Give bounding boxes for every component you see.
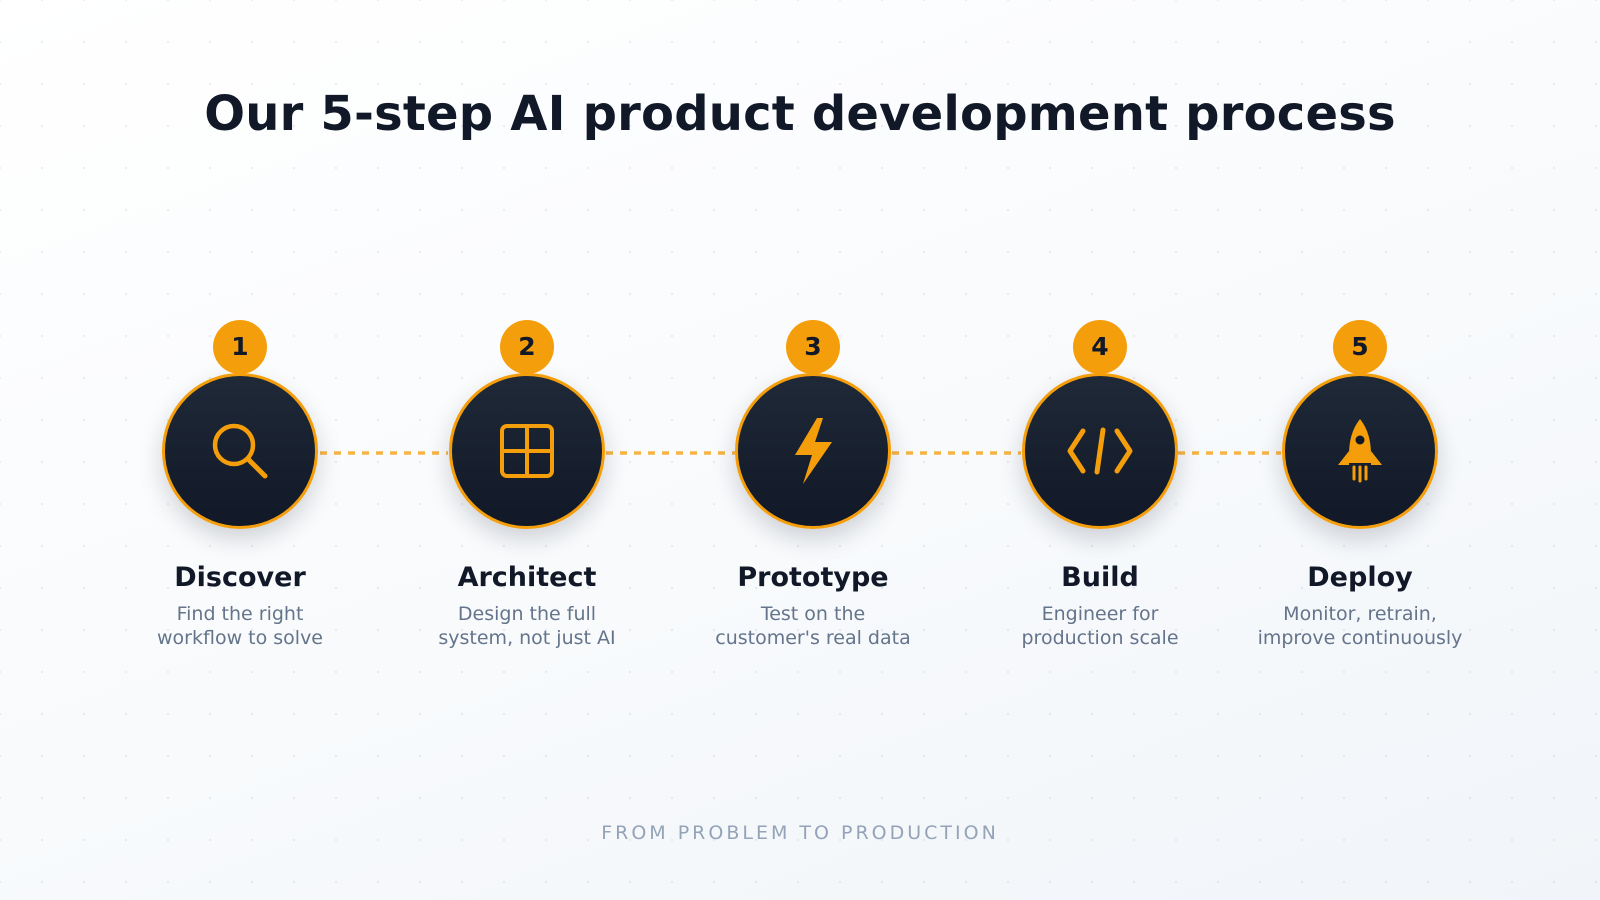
grid-icon — [500, 424, 554, 478]
step-description: Engineer for production scale — [1021, 603, 1179, 649]
step-description: Find the right workflow to solve — [157, 603, 323, 649]
lightning-icon — [795, 418, 832, 484]
rocket-icon — [1338, 419, 1382, 483]
footer-tagline: FROM PROBLEM TO PRODUCTION — [601, 822, 999, 844]
step-number-badge: 2 — [500, 320, 554, 374]
step-name: Prototype — [737, 562, 889, 593]
step-description: Test on the customer's real data — [715, 603, 911, 649]
step-icon-circle — [162, 373, 318, 529]
step-number-badge: 1 — [213, 320, 267, 374]
code-icon — [1067, 427, 1133, 475]
page-title: Our 5-step AI product development proces… — [204, 86, 1396, 142]
step-name: Build — [1061, 562, 1139, 593]
step-icon-circle — [1282, 373, 1438, 529]
step-icon-circle — [1022, 373, 1178, 529]
step-number-badge: 5 — [1333, 320, 1387, 374]
search-icon — [212, 423, 268, 479]
step-number-badge: 3 — [786, 320, 840, 374]
step-number-badge: 4 — [1073, 320, 1127, 374]
step-name: Deploy — [1307, 562, 1413, 593]
step-name: Discover — [174, 562, 306, 593]
step-description: Design the full system, not just AI — [438, 603, 616, 649]
step-name: Architect — [457, 562, 597, 593]
step-description: Monitor, retrain, improve continuously — [1257, 603, 1463, 649]
step-icon-circle — [735, 373, 891, 529]
step-icon-circle — [449, 373, 605, 529]
